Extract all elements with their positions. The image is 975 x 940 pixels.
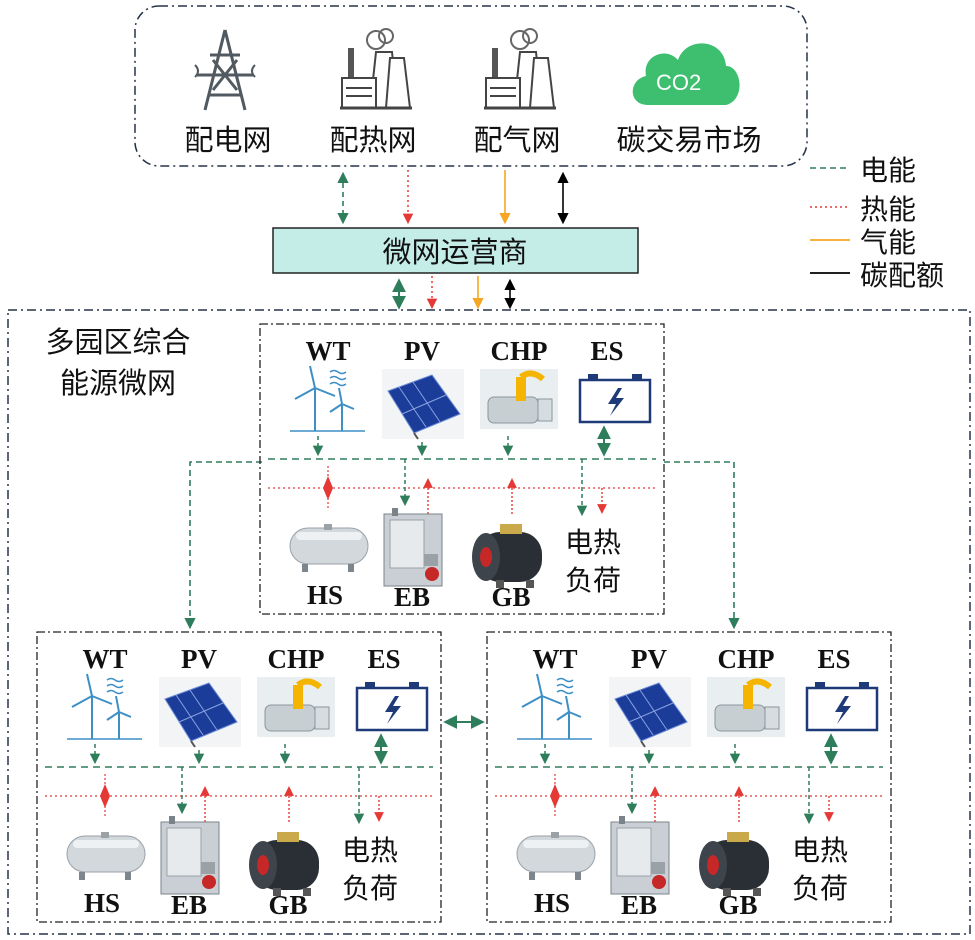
legend: 电能 热能 气能 碳配额	[810, 154, 944, 292]
legend-electric: 电能	[860, 154, 916, 187]
source-label-wt: WT	[305, 336, 350, 366]
load-label-line2: 负荷	[342, 872, 398, 905]
electric-link-park1-park3	[664, 461, 740, 630]
grid-label-gas: 配气网	[473, 123, 560, 157]
source-label-pv: PV	[181, 644, 217, 674]
device-label-gb: GB	[268, 890, 307, 920]
park-module-top: WT PV CHP ES HS EB GB 电热 负荷	[260, 324, 664, 614]
source-label-chp: CHP	[718, 644, 775, 674]
source-label-es: ES	[817, 644, 850, 674]
park-module-left: WT PV CHP ES HS EB GB 电热 负荷	[37, 632, 441, 922]
legend-gas: 气能	[860, 226, 916, 259]
source-label-es: ES	[367, 644, 400, 674]
utility-grid-box	[134, 5, 808, 167]
park-module-right: WT PV CHP ES HS EB GB 电热 负荷	[487, 632, 891, 922]
microgrid-region-box	[7, 309, 971, 935]
legend-heat: 热能	[860, 193, 916, 226]
device-label-gb: GB	[491, 582, 530, 612]
source-label-chp: CHP	[491, 336, 548, 366]
device-label-eb: EB	[621, 890, 657, 920]
operator-box	[272, 227, 639, 274]
device-label-hs: HS	[84, 888, 120, 918]
source-label-es: ES	[590, 336, 623, 366]
operator-label: 微网运营商	[382, 235, 527, 269]
load-label-line2: 负荷	[565, 564, 621, 597]
region-title-line1: 多园区综合	[45, 325, 190, 359]
source-label-wt: WT	[82, 644, 127, 674]
gas-plant-icon	[484, 28, 556, 110]
power-tower-icon	[194, 29, 256, 111]
svg-text:CO2: CO2	[656, 70, 701, 95]
region-title-line2: 能源微网	[60, 366, 176, 400]
load-label-line1: 电热	[565, 526, 621, 559]
load-label-line1: 电热	[792, 834, 848, 867]
load-label-line1: 电热	[342, 834, 398, 867]
electric-link-park1-park2	[184, 461, 262, 630]
grid-label-carbon-market: 碳交易市场	[616, 123, 761, 157]
grid-label-heat: 配热网	[329, 123, 416, 157]
grid-label-power: 配电网	[184, 123, 271, 157]
source-label-wt: WT	[532, 644, 577, 674]
device-label-eb: EB	[394, 582, 430, 612]
source-label-chp: CHP	[268, 644, 325, 674]
device-label-hs: HS	[307, 580, 343, 610]
load-label-line2: 负荷	[792, 872, 848, 905]
device-label-hs: HS	[534, 888, 570, 918]
device-label-eb: EB	[171, 890, 207, 920]
heat-plant-icon	[340, 28, 412, 110]
source-label-pv: PV	[631, 644, 667, 674]
legend-carbon: 碳配额	[860, 259, 944, 292]
co2-cloud-icon: CO2	[632, 43, 740, 105]
device-label-gb: GB	[718, 890, 757, 920]
source-label-pv: PV	[404, 336, 440, 366]
